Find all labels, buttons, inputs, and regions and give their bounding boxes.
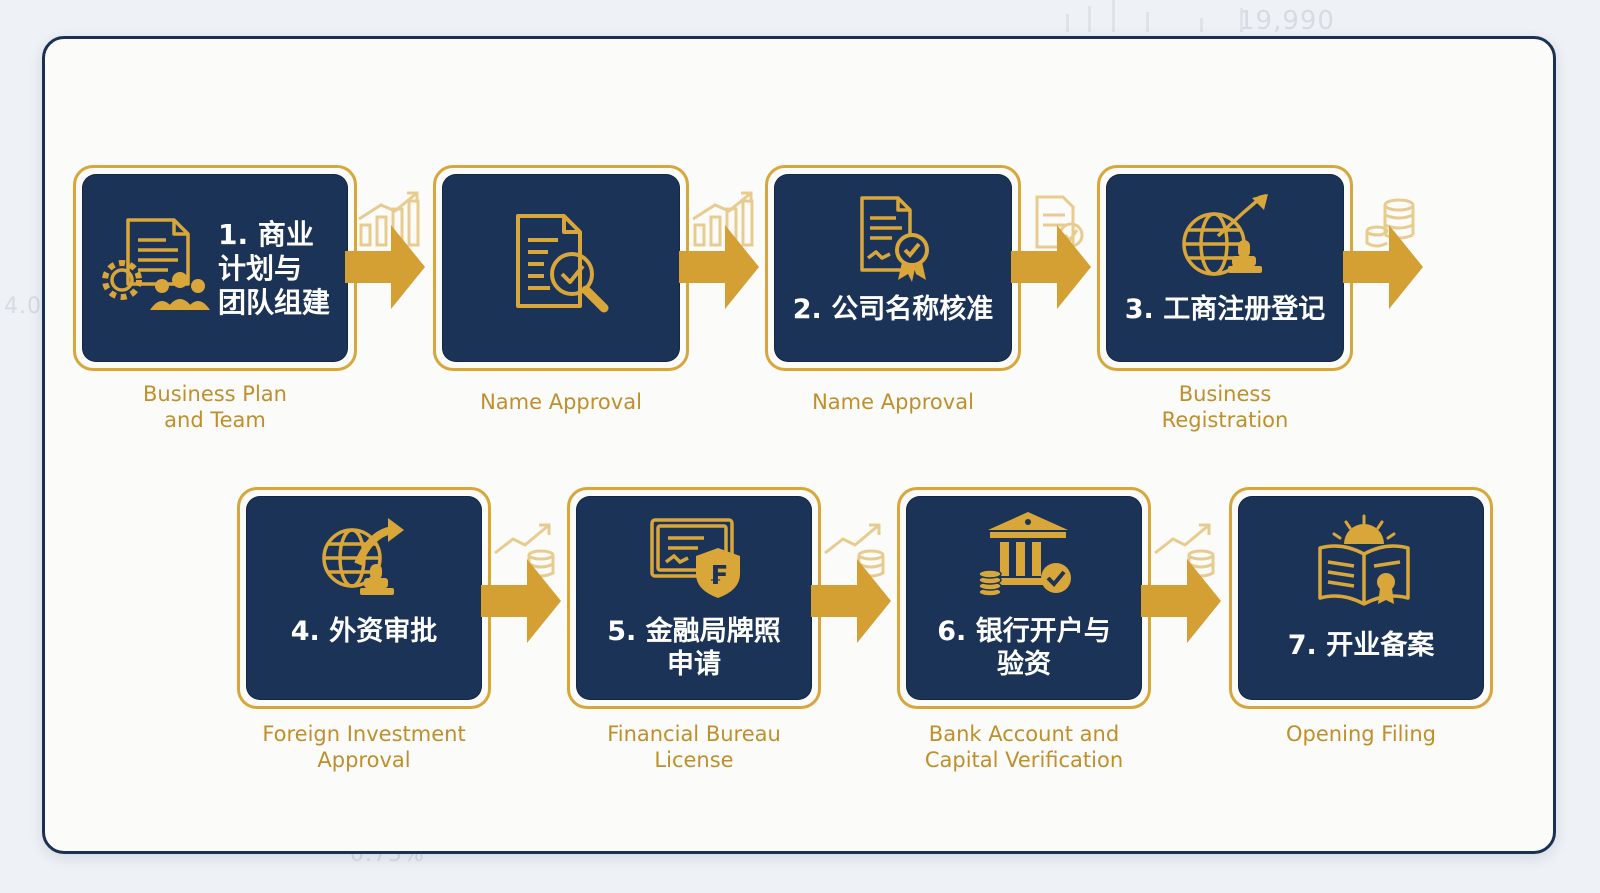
step-card-7: 6. 银行开户与 验资 <box>897 487 1151 709</box>
globe-stamp-icon <box>1182 194 1268 276</box>
flow-arrow-6 <box>811 559 891 643</box>
step-title-4: 3. 工商注册登记 <box>1124 294 1326 325</box>
step-caption-4: Business Registration <box>1161 382 1289 432</box>
step-card-2 <box>433 165 689 371</box>
certificate-ribbon-icon <box>860 196 929 282</box>
step-caption-1: Business Plan and Team <box>143 382 287 432</box>
flow-arrow-3 <box>1011 225 1091 309</box>
flow-arrow-1 <box>345 225 425 309</box>
step-title-8: 7. 开业备案 <box>1287 630 1435 661</box>
document-search-check-icon <box>516 214 609 313</box>
license-shield-icon: ₣ <box>650 518 740 598</box>
bank-coins-check-icon <box>978 512 1071 597</box>
background-number-left: 4.0 <box>4 294 42 319</box>
step-card-6: ₣ 5. 金融局牌照 申请 <box>567 487 821 709</box>
step-card-5: 4. 外资审批 <box>237 487 491 709</box>
step-title-3: 2. 公司名称核准 <box>792 294 994 325</box>
document-gear-team-icon <box>102 218 210 310</box>
step-caption-8: Opening Filing <box>1286 722 1436 746</box>
diagram-panel: 1. 商业 计划与 团队组建 Business Plan and Team <box>42 36 1556 854</box>
background-bars <box>1060 0 1400 40</box>
flow-arrow-4 <box>1343 225 1423 309</box>
step-card-4: 3. 工商注册登记 <box>1097 165 1353 371</box>
growth-chart-icon <box>358 191 420 247</box>
svg-text:₣: ₣ <box>709 561 727 591</box>
step-caption-2: Name Approval <box>480 390 642 414</box>
step-card-1: 1. 商业 计划与 团队组建 <box>73 165 357 371</box>
flow-arrow-2 <box>679 225 759 309</box>
open-book-sun-icon <box>1318 514 1410 606</box>
flow-arrow-5 <box>481 559 561 643</box>
step-title-7: 6. 银行开户与 验资 <box>937 616 1111 680</box>
step-caption-6: Financial Bureau License <box>607 722 781 772</box>
step-caption-3: Name Approval <box>812 390 974 414</box>
step-card-8: 7. 开业备案 <box>1229 487 1493 709</box>
step-caption-7: Bank Account and Capital Verification <box>924 722 1124 772</box>
globe-stamp-arrow-icon <box>322 518 404 595</box>
background-number-top: 19,990 <box>1238 6 1335 36</box>
step-title-1: 1. 商业 计划与 团队组建 <box>218 218 331 320</box>
coins-stack-icon <box>1365 198 1415 248</box>
step-caption-5: Foreign Investment Approval <box>262 722 466 772</box>
flow-arrow-7 <box>1141 559 1221 643</box>
step-title-5: 4. 外资审批 <box>290 616 438 647</box>
step-card-3: 2. 公司名称核准 <box>765 165 1021 371</box>
step-title-6: 5. 金融局牌照 申请 <box>607 616 781 680</box>
